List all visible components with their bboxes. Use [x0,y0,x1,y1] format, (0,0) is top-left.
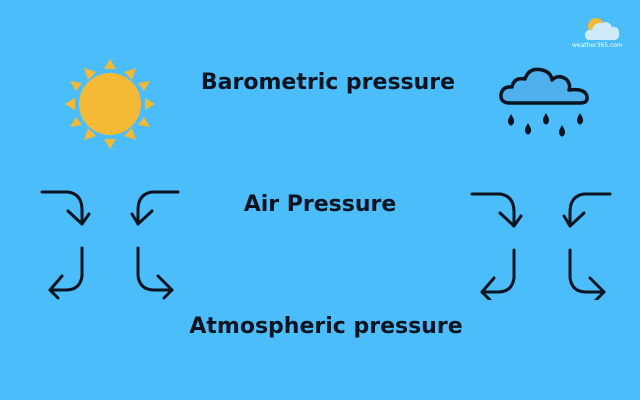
barometric-pressure-label: Barometric pressure [200,70,456,95]
sun-icon [65,59,155,149]
logo-cloud-sun-icon [584,18,620,40]
arrows-left-group-icon [40,190,180,300]
logo-text: weather365.com [572,42,623,49]
air-pressure-label: Air Pressure [243,192,397,217]
atmospheric-pressure-label: Atmospheric pressure [189,314,463,339]
rain-cloud-icon [499,67,589,137]
arrows-right-group-icon [470,192,612,300]
